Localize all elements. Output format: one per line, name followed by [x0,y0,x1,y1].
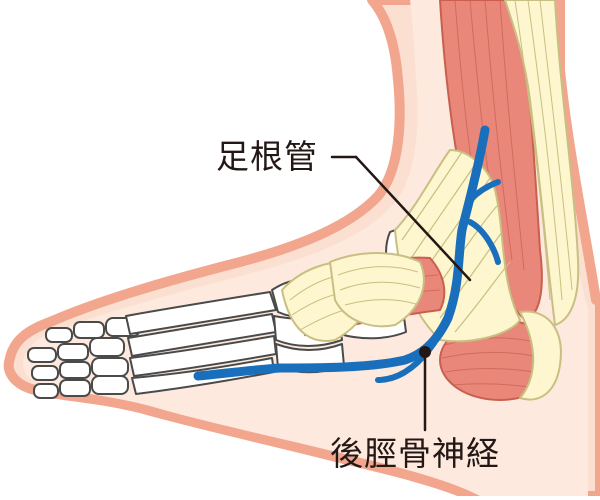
posterior-tibial-nerve-label: 後脛骨神経 [330,434,500,473]
tarsal-tunnel-label: 足根管 [216,137,318,176]
leader-lines [330,155,472,432]
tunnel-leader-line [354,155,472,282]
nerve-pointer-dot [419,346,431,358]
